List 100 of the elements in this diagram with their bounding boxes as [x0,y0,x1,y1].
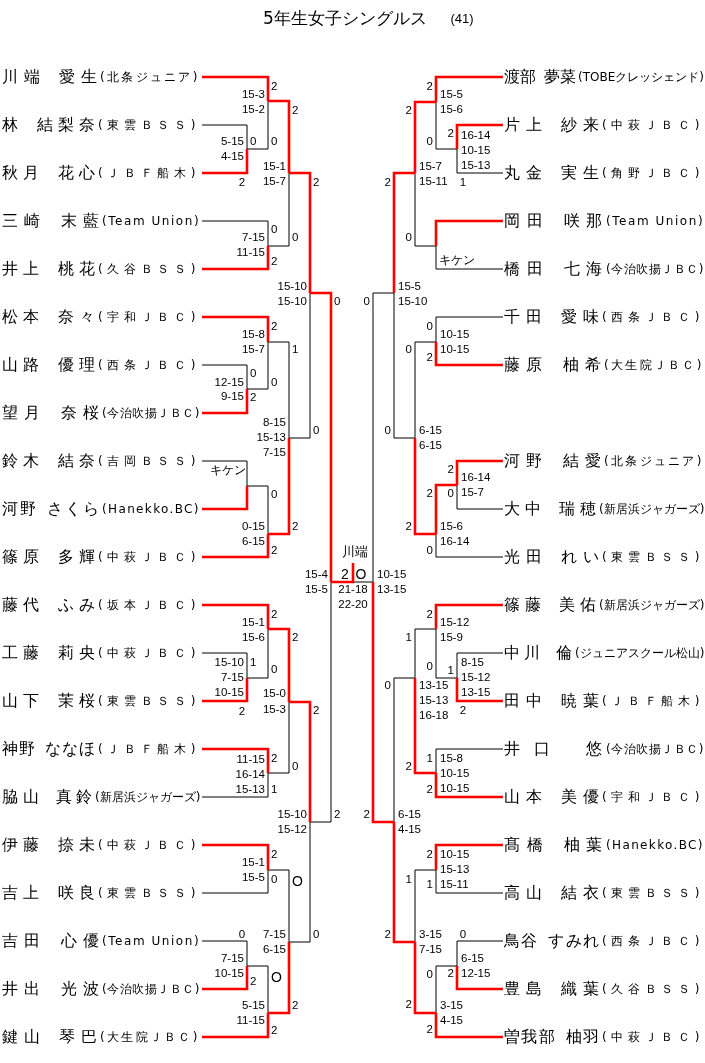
result-text: 2 [292,1000,299,1012]
result-text: 0 [384,425,391,437]
result-text: 2 [447,968,454,980]
player-name: 伊藤 捺未 [2,836,95,854]
club-name: (ＪＢＦ船木) [602,695,705,707]
result-text: 0 [384,680,391,692]
result-text: 0 [405,344,412,356]
result-text: 10-15 [377,569,407,581]
club-name: (Hanekko.BC) [102,503,200,515]
title: 5年生女子シングルス [263,9,427,27]
player-name: 河野 結愛 [504,452,601,470]
result-text: 15-10 [277,296,307,308]
result-text: 7-15 [220,953,244,965]
player-name: 井出 光波 [2,980,99,998]
player-name: 吉上 咲良 [2,884,95,902]
result-text: キケン [210,465,246,477]
result-text: 2 [238,706,246,718]
player-name: 田中 暁葉 [504,692,599,710]
club-name: (中萩ＪＢＣ) [602,119,705,131]
result-text: 15-5 [241,872,265,884]
result-text: 2 [313,705,320,717]
player-name: 鳥谷 すみれ [504,932,599,950]
result-text: 4-15 [398,824,422,836]
result-text: 1 [459,177,467,189]
result-text: 0 [271,377,278,389]
result-text: 0 [271,224,278,236]
player-name: 篠原 多輝 [2,548,95,566]
player-name: 松本 奈々 [2,308,95,326]
result-text: 15-2 [241,104,265,116]
player-name: 河野 さくら [2,500,99,518]
result-text: 15-10 [277,809,307,821]
result-text: 12-15 [214,377,244,389]
result-text: 2 [426,488,433,500]
result-text: 2 [334,809,341,821]
result-text: 11-15 [236,1015,265,1027]
player-name: 秋月 花心 [2,164,95,182]
result-text: 0 [363,296,370,308]
player-name: 林 結梨奈 [2,116,95,134]
player-name: 光田 れい [504,548,599,566]
result-text: 5-15 [220,136,244,148]
result-text: 15-13 [440,864,470,876]
result-text: 7-15 [241,232,265,244]
club-name: (西条ＪＢＣ) [602,311,705,323]
result-text: 1 [426,879,433,891]
result-text: 1 [271,784,278,796]
player-name: 吉田 心優 [2,932,99,950]
result-text: 10-15 [440,329,470,341]
result-text: 2 [426,1024,433,1036]
result-text: 6-15 [419,425,443,437]
result-text: 15-6 [241,632,265,644]
result-text: 2 [313,177,320,189]
result-text: 2 [271,545,278,557]
result-text: 15-5 [398,281,422,293]
result-text: 2 [447,464,454,476]
result-text: 2 [271,81,278,93]
result-text: 8-15 [461,657,485,669]
result-text: 2 [271,321,278,333]
result-text: 10-15 [461,145,491,157]
player-name: 三崎 末藍 [2,212,99,230]
club-name: (西条ＪＢＣ) [602,935,705,947]
result-text: 0 [447,488,454,500]
club-name: (Team Union) [102,935,201,947]
result-text: 0 [250,368,257,380]
result-text: 2 [405,521,412,533]
result-text: 16-14 [461,472,491,484]
player-name: 大中 瑞穂 [504,500,596,518]
club-name: (東雲ＢＳＳ) [602,551,705,563]
result-text: 2 [238,177,246,189]
result-text: 2 [426,784,433,796]
result-text: 2 [459,705,467,717]
player-name: 豊島 織葉 [504,980,599,998]
result-text: 5-15 [241,1000,265,1012]
result-text: 15-6 [440,521,464,533]
result-text: 7-15 [419,944,443,956]
club-name: (今治吹揚ＪＢＣ) [606,263,704,275]
result-text: 10-15 [440,783,470,795]
result-text: 11-15 [236,247,265,259]
club-name: (吉岡ＢＳＳ) [98,455,201,467]
club-name: (北条ジュニア) [100,71,200,83]
result-text: 1 [292,344,299,356]
player-name: 鈴木 結奈 [2,452,95,470]
result-text: 0 [334,296,341,308]
player-name: 岡田 咲那 [504,212,602,230]
club-name: (中萩ＪＢＣ) [98,647,201,659]
result-text: 9-15 [220,391,244,403]
club-name: (ＪＢＦ船木) [98,167,201,179]
result-text: 2 [292,521,299,533]
result-text: 0 [426,545,433,557]
result-text: 2 [271,849,278,861]
result-text: 2 [384,929,391,941]
result-text: 15-8 [241,329,265,341]
result-text: 13-15 [377,584,407,596]
result-text: 15-13 [461,160,491,172]
result-text: 6-15 [398,809,422,821]
result-text: 1 [405,874,412,886]
result-text: 15-0 [262,688,286,700]
result-text: 22-20 [338,599,368,611]
result-text: O [271,970,282,984]
result-text: 15-10 [398,296,428,308]
result-text: 0 [271,136,278,148]
